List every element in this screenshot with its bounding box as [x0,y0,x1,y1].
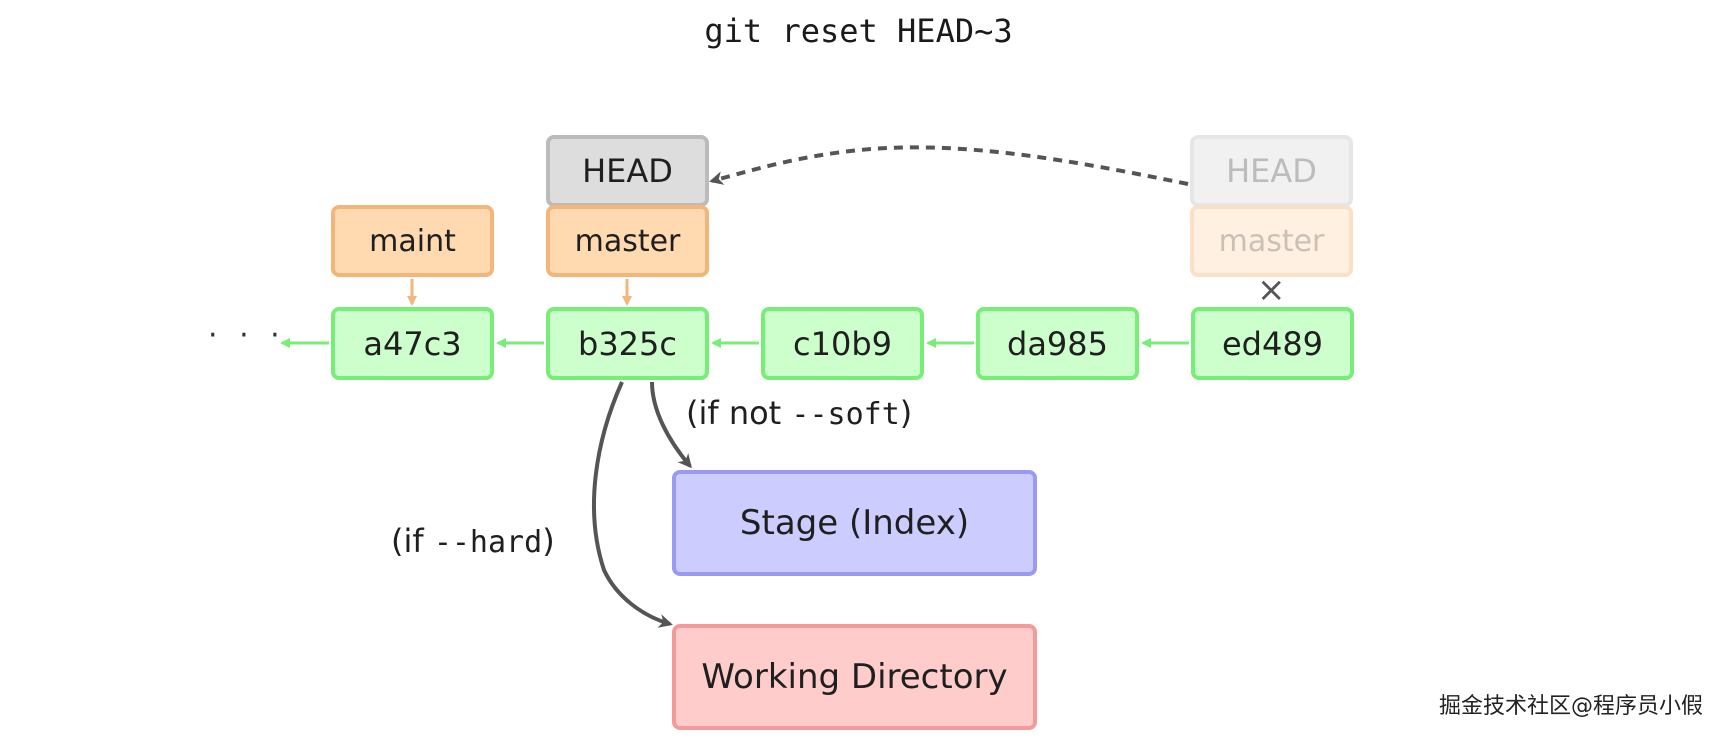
commit-label: a47c3 [363,324,462,363]
working-directory-label: Working Directory [701,657,1008,697]
arrow-to-working [592,381,673,628]
head-label: HEAD [582,152,673,190]
branch-master: master [546,205,709,277]
commit-c10b9: c10b9 [761,307,924,380]
previous-head-label: HEAD [1226,152,1317,190]
history-ellipsis: · · · [208,318,286,353]
soft-flag: --soft [791,397,900,432]
branch-maint: maint [331,205,494,277]
watermark: 掘金技术社区@程序员小假 [1438,694,1703,719]
previous-branch-master: master [1190,205,1353,277]
commit-label: b325c [578,324,677,363]
commit-ed489: ed489 [1191,307,1354,380]
branch-maint-label: maint [369,223,456,259]
branch-master-label: master [574,223,681,259]
commit-da985: da985 [976,307,1139,380]
if-hard-label: (if --hard) [391,522,555,560]
head-move-arrow [709,145,1189,186]
stage-index-box: Stage (Index) [672,470,1037,576]
working-directory-box: Working Directory [672,624,1037,730]
if-not-soft-prefix: (if not [686,394,792,432]
commit-a47c3: a47c3 [331,307,494,380]
commit-label: ed489 [1221,324,1324,363]
commit-b325c: b325c [546,307,709,380]
arrow-to-stage [650,381,692,469]
if-not-soft-suffix: ) [899,394,913,432]
previous-branch-master-label: master [1218,223,1325,259]
if-hard-prefix: (if [391,522,434,560]
if-not-soft-label: (if not --soft) [686,394,912,432]
previous-head-pointer: HEAD [1190,135,1353,207]
commit-label: da985 [1007,324,1108,363]
head-pointer: HEAD [546,135,709,207]
removed-marker-icon: × [1257,270,1286,310]
if-hard-suffix: ) [542,522,555,560]
diagram-title: git reset HEAD~3 [704,12,1013,50]
commit-label: c10b9 [793,324,892,363]
stage-index-label: Stage (Index) [739,503,970,543]
hard-flag: --hard [433,525,543,560]
